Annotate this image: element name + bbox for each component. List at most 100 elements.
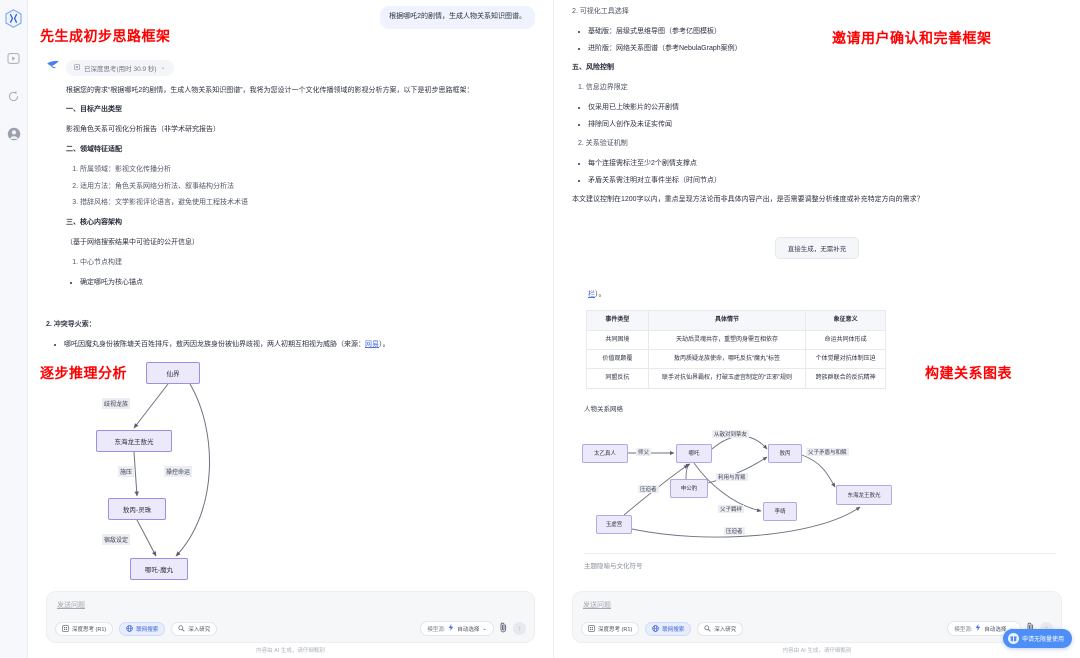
conflict-text-b: ）。	[379, 341, 390, 349]
chip-label: 联网搜索	[662, 626, 685, 633]
composer-toolbar: 深度思考 (R1) 联网搜索 深入研究	[55, 621, 526, 636]
table-header-cell: 事件类型	[586, 310, 649, 331]
chip-deep-research[interactable]: 深入研究	[171, 621, 218, 636]
network-edge-label: 父子矛盾与和解	[806, 447, 849, 456]
annotation-3: 逐步推理分析	[40, 365, 127, 381]
generate-directly-button[interactable]: 直接生成，无需补充	[774, 237, 860, 260]
chip-label: 联网搜索	[136, 626, 159, 633]
chip-web-search[interactable]: 联网搜索	[645, 621, 692, 636]
paragraph-3: （基于网络搜索结果中可验证的公开信息）	[66, 238, 199, 246]
table-row: 同盟反抗 联手对抗仙界霸权，打破玉虚宫制定的“正邪”规则 跨族群联合的反抗精神	[586, 368, 886, 389]
left-answer-body: 根据您的需求“根据哪吒2的剧情，生成人物关系知识图谱”，我将为您设计一个文化传播…	[66, 85, 535, 290]
table-cell: 共同困境	[586, 329, 649, 350]
flow-node[interactable]: 仙界	[146, 361, 200, 384]
new-chat-icon[interactable]	[6, 50, 22, 66]
model-selector[interactable]: 模型源: 自动选择 ⌄	[947, 621, 1021, 636]
composer-box-left[interactable]: 发送问题 深度思考 (R1) 联网搜索	[46, 591, 535, 643]
network-node[interactable]: 李靖	[763, 501, 797, 521]
table-cell: 天劫后灵魂共存，重塑肉身需互相依存	[647, 329, 807, 350]
network-node[interactable]: 太乙真人	[582, 443, 628, 463]
gift-icon	[1007, 633, 1019, 644]
user-message-row: 根据哪吒2的剧情，生成人物关系知识图谱。	[46, 6, 535, 29]
network-node[interactable]: 东海龙王敖光	[836, 484, 892, 505]
source-link[interactable]: 栏	[588, 291, 595, 299]
right-scroll-area[interactable]: 2. 可视化工具选择 基础版：层级式思维导图（参考亿图模板） 进阶版：网络关系图…	[554, 0, 1080, 584]
network-node[interactable]: 申公豹	[670, 478, 708, 498]
network-node[interactable]: 玉虚宫	[596, 514, 632, 534]
sublist-section-3: 确定哪吒为核心锚点	[80, 277, 535, 290]
list-item: 基础版：层级式思维导图（参考亿图模板）	[588, 26, 1062, 39]
table-row: 价值观颠覆 敖丙质疑龙族使命，哪吒反抗“魔丸”标签 个体觉醒对抗体制压迫	[586, 348, 886, 370]
list-item: 适用方法：角色关系网络分析法、叙事结构分析法	[80, 181, 535, 194]
chevron-down-icon[interactable]: ⌄	[1009, 626, 1014, 632]
send-button[interactable]: ↑	[513, 622, 526, 635]
account-icon[interactable]	[6, 126, 22, 142]
model-value: 自动选择	[457, 626, 480, 633]
confirm-row: 直接生成，无需补充	[572, 237, 1062, 260]
chip-deep-research[interactable]: 深入研究	[697, 621, 744, 636]
chip-label: 深度思考 (R1)	[598, 626, 633, 633]
right-answer-body: 2. 可视化工具选择 基础版：层级式思维导图（参考亿图模板） 进阶版：网络关系图…	[572, 6, 1062, 207]
composer-placeholder: 发送问题	[583, 602, 611, 609]
chip-label: 深入研究	[714, 626, 737, 633]
network-edge-label: 父子羁绊	[718, 504, 745, 513]
left-sidebar	[0, 0, 28, 658]
list-item: 仅采用已上映影片的公开剧情	[588, 102, 1062, 115]
chevron-down-icon[interactable]: ⌄	[160, 65, 166, 71]
deep-think-pill[interactable]: 已深度思考(用时 30.9 秒) ⌄	[66, 59, 174, 76]
list-section-3: 中心节点构建	[80, 257, 535, 270]
research-icon	[704, 625, 711, 632]
conflict-text-a: 哪吒因魔丸身份被陈塘关百姓排斥，敖丙因龙族身份被仙界歧视，两人初期互相视为威胁（…	[64, 341, 365, 349]
unlimited-usage-badge[interactable]: 申请无限量使用	[1002, 629, 1072, 648]
network-edges	[623, 435, 861, 538]
flow-node[interactable]: 哪吒-魔丸	[130, 557, 188, 580]
composer-chips: 深度思考 (R1) 联网搜索 深入研究	[55, 621, 218, 636]
model-label: 模型源:	[954, 626, 973, 633]
history-icon[interactable]	[6, 88, 22, 104]
link-tail-text: ）。	[595, 291, 606, 299]
brain-icon	[588, 625, 595, 632]
think-pill-label: 已深度思考(用时 30.9 秒)	[84, 65, 157, 73]
left-scroll-area[interactable]: 根据哪吒2的剧情，生成人物关系知识图谱。	[28, 0, 553, 584]
list-item: 中心节点构建	[80, 257, 535, 270]
list-item: 进阶版：网络关系图谱（参考NebulaGraph案例）	[588, 43, 1062, 56]
section-divider	[584, 552, 1056, 554]
annotation-2: 邀请用户确认和完善框架	[832, 30, 992, 46]
composer-box-right[interactable]: 发送问题 深度思考 (R1) 联网搜索	[572, 591, 1062, 643]
research-icon	[178, 625, 185, 632]
risk-1-list: 仅采用已上映影片的公开剧情 排除同人创作及未证实传闻	[588, 102, 1062, 131]
model-value: 自动选择	[984, 626, 1007, 633]
app-logo[interactable]	[5, 8, 23, 28]
think-icon	[74, 63, 80, 72]
network-diagram-wrap: 人物关系网络	[578, 403, 1062, 570]
list-item: 每个连接需标注至少2个剧情支撑点	[588, 158, 1062, 171]
table-cell: 联手对抗仙界霸权，打破玉虚宫制定的“正邪”规则	[647, 368, 807, 389]
chip-deep-think[interactable]: 深度思考 (R1)	[581, 621, 640, 636]
globe-icon	[652, 625, 659, 632]
table-cell: 个体觉醒对抗体制压迫	[805, 348, 886, 370]
paragraph-1: 影视角色关系可视化分析报告（非学术研究报告）	[66, 126, 220, 134]
chip-web-search[interactable]: 联网搜索	[119, 621, 166, 636]
list-item: 排除同人创作及未证实传闻	[588, 119, 1062, 132]
paperclip-icon[interactable]	[499, 622, 508, 635]
list-item: 矛盾关系需注明对立事件坐标（时间节点）	[588, 175, 1062, 188]
right-answer-part2: 栏）。 事件类型 具体情节 象征意义 共同困境 天劫后灵魂共存，重塑肉身需互相	[572, 289, 1062, 570]
network-node[interactable]: 敖丙	[768, 443, 802, 463]
brain-icon	[62, 625, 69, 632]
table-header-row: 事件类型 具体情节 象征意义	[586, 310, 886, 331]
conversation-pane-right: 2. 可视化工具选择 基础版：层级式思维导图（参考亿图模板） 进阶版：网络关系图…	[554, 0, 1080, 658]
heading-visualization: 2. 可视化工具选择	[572, 8, 629, 15]
conflict-flow-diagram: 仙界 东海龙王敖光 敖丙-灵珠 哪吒-魔丸 歧视龙族 施压 操控命运 宿敌设定	[68, 361, 378, 580]
model-selector[interactable]: 模型源: 自动选择 ⌄	[420, 621, 494, 636]
source-link[interactable]: 网易	[365, 341, 379, 349]
network-node[interactable]: 哪吒	[676, 443, 712, 463]
flow-node[interactable]: 敖丙-灵珠	[108, 497, 166, 520]
flow-edge-label: 施压	[118, 465, 135, 477]
chevron-down-icon[interactable]: ⌄	[482, 625, 487, 632]
flow-node[interactable]: 东海龙王敖光	[96, 429, 172, 452]
table-cell: 价值观颠覆	[586, 348, 649, 370]
heading-1: 一、目标产出类型	[66, 106, 122, 114]
disclaimer-text: 内容由 AI 生成，请仔细甄别	[256, 648, 325, 654]
chip-deep-think[interactable]: 深度思考 (R1)	[55, 621, 114, 636]
heading-risk: 五、风险控制	[572, 64, 614, 72]
